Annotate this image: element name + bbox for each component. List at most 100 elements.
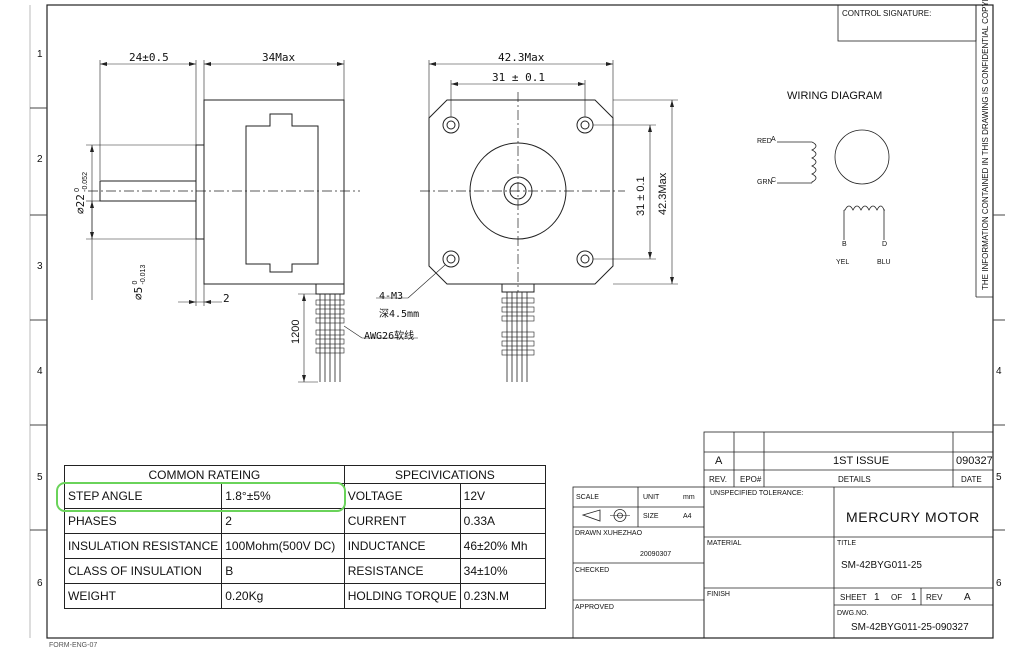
row-number-6: 6: [37, 578, 43, 589]
tol-lower: -0.052: [82, 172, 89, 192]
finish-label: FINISH: [707, 591, 730, 598]
dim-shaft-5: ⌀5 0 -0.013: [132, 265, 148, 300]
row-number-2: 2: [37, 154, 43, 165]
table-row: CLASS OF INSULATION B RESISTANCE 34±10%: [63, 558, 547, 584]
row-number-5: 5: [37, 472, 43, 483]
dwg-label: DWG.NO.: [837, 610, 869, 617]
revision-rev: A: [715, 455, 723, 467]
wiring-diagram-title: WIRING DIAGRAM: [787, 90, 883, 102]
row-number-5-right: 5: [996, 472, 1002, 483]
dim-shaft-diameter-tol: 0 -0.052: [74, 172, 90, 192]
rating-table: COMMON RATEING SPECIVICATIONS STEP ANGLE…: [63, 465, 547, 609]
spec-label: VOLTAGE: [343, 483, 461, 509]
unit-value: mm: [683, 494, 695, 501]
title-label: TITLE: [837, 540, 857, 547]
side-view-geometry: [86, 60, 418, 383]
wire-d-label: D: [882, 241, 888, 248]
of-label: OF: [891, 593, 903, 602]
table-row: INSULATION RESISTANCE 100Mohm(500V DC) I…: [63, 533, 547, 559]
spec-value: 34±10%: [459, 558, 547, 584]
dim-width-max: 42.3Max: [498, 51, 545, 64]
dim-shaft-diameter: ⌀22 0 -0.052: [74, 172, 90, 214]
dim-shaft-length: 24±0.5: [129, 51, 169, 64]
dim-shaft-diameter-main: ⌀22: [74, 194, 88, 214]
title-value: SM-42BYG011-25: [841, 560, 922, 571]
control-signature-label: CONTROL SIGNATURE:: [842, 9, 932, 18]
rev-title-label: REV: [926, 593, 943, 602]
spec-value: 46±20% Mh: [459, 533, 547, 559]
rev-title-value: A: [964, 592, 971, 603]
wire-red-label: RED: [757, 138, 772, 145]
scale-label: SCALE: [576, 494, 599, 501]
sheet-label: SHEET: [840, 593, 867, 602]
dim-lead-length: 1200: [290, 319, 302, 344]
wire-grn-label: GRN: [757, 179, 773, 186]
approved-label: APPROVED: [575, 604, 614, 611]
revision-issue: 1ST ISSUE: [833, 455, 890, 467]
dim-shaft-5-tol: 0 -0.013: [132, 265, 148, 285]
specifications-header: SPECIVICATIONS: [343, 465, 547, 484]
spec-label: RESISTANCE: [343, 558, 461, 584]
rating-label: INSULATION RESISTANCE: [63, 533, 223, 559]
rating-label: CLASS OF INSULATION: [63, 558, 223, 584]
spec-label: CURRENT: [343, 508, 461, 534]
step-angle-highlight: [56, 482, 346, 512]
rating-value: 0.20Kg: [221, 583, 345, 609]
spec-value: 0.33A: [459, 508, 547, 534]
tol-upper: 0: [74, 187, 81, 192]
sheet-number: 1: [874, 592, 880, 603]
dim-hole-spacing-vertical: 31 ± 0.1: [635, 176, 647, 216]
material-label: MATERIAL: [707, 540, 742, 547]
sheet-total: 1: [911, 592, 917, 603]
unit-label: UNIT: [643, 494, 660, 501]
tol5-lower: -0.013: [140, 264, 147, 285]
dim-body-length: 34Max: [262, 51, 296, 64]
checked-label: CHECKED: [575, 567, 610, 574]
rating-value: 2: [221, 508, 345, 534]
form-code: FORM-ENG-07: [49, 642, 98, 649]
date-label: DATE: [961, 475, 982, 484]
table-row: WEIGHT 0.20Kg HOLDING TORQUE 0.23N.M: [63, 583, 547, 609]
spec-label: HOLDING TORQUE: [343, 583, 461, 609]
table-row: PHASES 2 CURRENT 0.33A: [63, 508, 547, 534]
tol5-upper: 0: [132, 280, 139, 285]
wiring-geometry: [777, 129, 890, 240]
wire-b-label: B: [842, 241, 847, 248]
front-view-geometry: [376, 60, 678, 382]
rev-label: REV.: [709, 475, 727, 484]
company-name: MERCURY MOTOR: [846, 509, 980, 525]
row-number-3: 3: [37, 261, 43, 272]
title-block-lines: [572, 431, 994, 639]
screw-depth-label: 深4.5mm: [379, 309, 420, 320]
row-number-4: 4: [37, 366, 43, 377]
drawn-label: DRAWN XUHEZHAO: [575, 530, 643, 537]
drawn-date: 20090307: [640, 551, 672, 558]
details-label: DETAILS: [838, 475, 871, 484]
copyright-note: THE INFORMATION CONTAINED IN THIS DRAWIN…: [981, 0, 990, 290]
wire-blu-label: BLU: [877, 259, 891, 266]
dim-flange: 2: [223, 292, 230, 305]
row-number-1: 1: [37, 49, 43, 60]
rating-label: PHASES: [63, 508, 223, 534]
wire-c-label: C: [771, 177, 777, 184]
rating-label: WEIGHT: [63, 583, 223, 609]
screw-label: 4-M3: [379, 291, 404, 302]
wire-a-label: A: [771, 136, 776, 143]
dim-height-max: 42.3Max: [657, 172, 669, 215]
row-number-6-right: 6: [996, 578, 1002, 589]
tolerance-label: UNSPECIFIED TOLERANCE:: [710, 490, 804, 497]
spec-value: 12V: [459, 483, 547, 509]
row-number-4-right: 4: [996, 366, 1002, 377]
spec-label: INDUCTANCE: [343, 533, 461, 559]
dim-hole-spacing: 31 ± 0.1: [492, 71, 545, 84]
rating-value: 100Mohm(500V DC): [221, 533, 345, 559]
dwg-number: SM-42BYG011-25-090327: [851, 622, 969, 633]
common-rating-header: COMMON RATEING: [64, 465, 345, 484]
dim-shaft-5-main: ⌀5: [132, 286, 146, 300]
spec-value: 0.23N.M: [459, 583, 547, 609]
rating-value: B: [221, 558, 345, 584]
wire-yel-label: YEL: [836, 259, 850, 266]
revision-date-value: 090327: [956, 455, 993, 467]
size-label: SIZE: [643, 513, 659, 520]
